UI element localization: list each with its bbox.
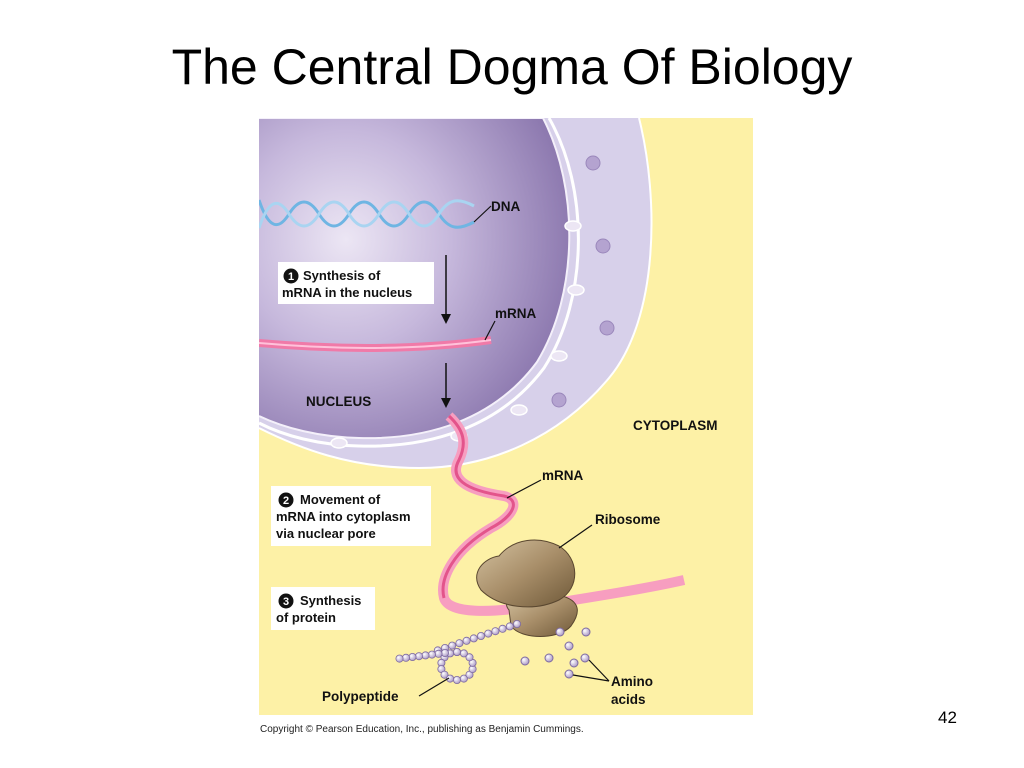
ribosome-large-subunit	[476, 539, 576, 608]
amino-acids-leader-1	[588, 659, 610, 682]
central-dogma-diagram: DNA mRNA NUCLEUS CYTOPLASM mRNA Ribosome…	[259, 118, 753, 715]
amino-acid-bead	[452, 648, 461, 657]
export-arrow	[441, 363, 451, 408]
amino-acid-bead	[484, 629, 493, 638]
amino-acid-bead	[491, 627, 500, 636]
step-3-box: 3 Synthesis of protein	[271, 587, 375, 630]
amino-acid-bead	[465, 653, 474, 662]
step-3-number: 3	[283, 596, 289, 608]
amino-acid-bead	[455, 639, 464, 648]
amino-acid-bead	[505, 622, 514, 631]
nuclear-envelope-outer-line	[259, 118, 653, 470]
free-amino-acids	[520, 627, 591, 679]
amino-acid-bead	[408, 653, 417, 662]
slide-title: The Central Dogma Of Biology	[171, 39, 853, 95]
amino-acid-bead	[476, 632, 485, 641]
amino-acid-bead	[452, 676, 461, 685]
amino-acid-bead	[414, 652, 423, 661]
amino-acid-bead	[401, 653, 410, 662]
dna-helix	[259, 199, 475, 229]
step-2-line1: Movement of	[300, 492, 381, 507]
mrna-cytoplasm-leader	[506, 479, 542, 499]
dna-label: DNA	[491, 199, 520, 214]
amino-acid-bead	[448, 641, 457, 650]
amino-acid-bead	[462, 636, 471, 645]
step-2-number: 2	[283, 495, 289, 507]
step-1-box: 1 Synthesis of mRNA in the nucleus	[278, 262, 434, 304]
envelope-ribosomes	[551, 155, 615, 408]
amino-acid-bead	[427, 650, 436, 659]
amino-acid-bead	[459, 674, 468, 683]
step-1-number: 1	[288, 271, 294, 283]
ribosome-leader	[558, 524, 593, 549]
polypeptide-leader	[418, 677, 450, 697]
mrna-nucleus-leader	[484, 320, 496, 341]
nucleus-label: NUCLEUS	[306, 394, 371, 409]
amino-acid-bead	[512, 619, 521, 628]
polypeptide-chain	[395, 619, 521, 685]
step-1-line2: mRNA in the nucleus	[282, 285, 412, 300]
ribosome	[476, 539, 578, 637]
central-dogma-figure: DNA mRNA NUCLEUS CYTOPLASM mRNA Ribosome…	[259, 118, 753, 715]
amino-acids-label-line1: Amino	[611, 674, 653, 689]
amino-acid-bead	[421, 651, 430, 660]
step-3-line2: of protein	[276, 610, 336, 625]
transcription-arrow	[441, 255, 451, 324]
page-number: 42	[938, 708, 957, 727]
amino-acid-bead	[440, 649, 449, 658]
ribosome-label: Ribosome	[595, 512, 661, 527]
step-1-line1: Synthesis of	[303, 268, 381, 283]
step-2-line2: mRNA into cytoplasm	[276, 509, 411, 524]
copyright-notice: Copyright © Pearson Education, Inc., pub…	[260, 724, 584, 735]
step-2-box: 2 Movement of mRNA into cytoplasm via nu…	[271, 486, 431, 546]
amino-acid-bead	[434, 649, 443, 658]
amino-acid-bead	[469, 634, 478, 643]
amino-acids-label-line2: acids	[611, 692, 646, 707]
step-2-line3: via nuclear pore	[276, 526, 376, 541]
amino-acid-bead	[459, 649, 468, 658]
step-3-line1: Synthesis	[300, 593, 361, 608]
mrna-nucleus-label: mRNA	[495, 306, 537, 321]
mrna-cytoplasm-label: mRNA	[542, 468, 584, 483]
amino-acids-leader-2	[572, 674, 610, 682]
amino-acid-bead	[440, 670, 449, 679]
amino-acid-bead	[395, 654, 404, 663]
cytoplasm-label: CYTOPLASM	[633, 418, 718, 433]
dna-label-leader	[473, 205, 492, 223]
amino-acid-bead	[498, 624, 507, 633]
polypeptide-label: Polypeptide	[322, 689, 399, 704]
